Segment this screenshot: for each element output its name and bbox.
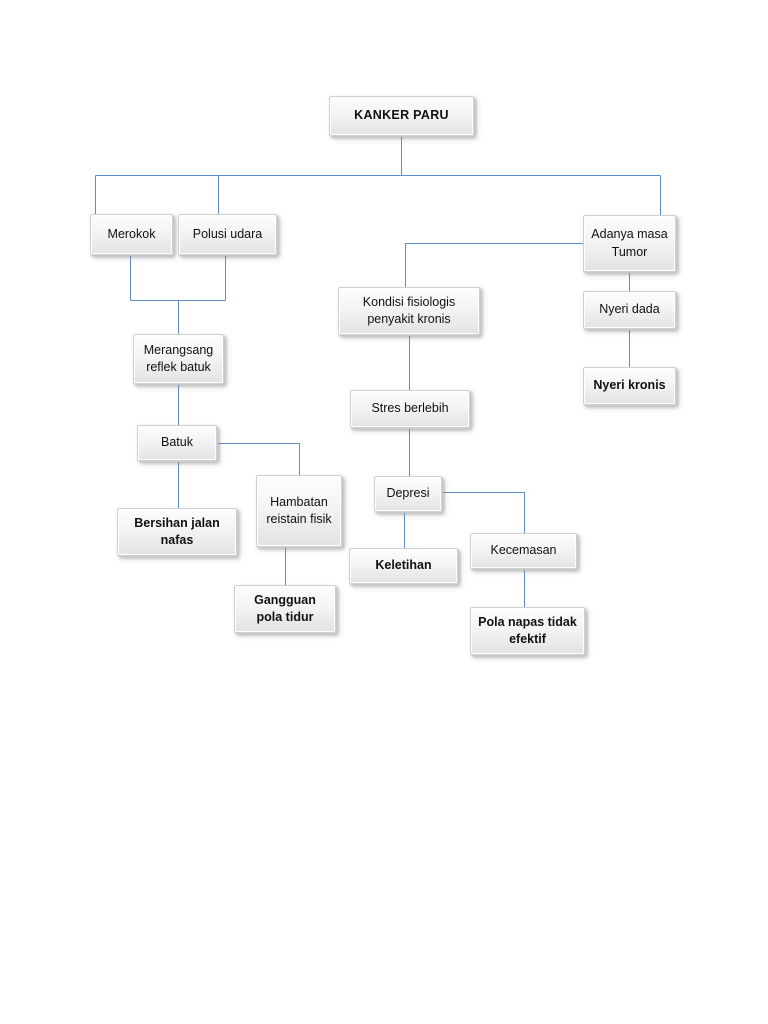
node-label: Keletihan [375, 558, 432, 573]
node-keletihan[interactable]: Keletihan [349, 548, 458, 584]
node-label: Nyeri dada [599, 302, 660, 317]
node-merangsang-reflek-batuk[interactable]: Merangsang reflek batuk [133, 334, 224, 384]
node-label: Adanya masa Tumor [591, 227, 668, 259]
node-adanya-masa-tumor[interactable]: Adanya masa Tumor [583, 215, 676, 272]
node-label: Batuk [161, 435, 193, 450]
node-nyeri-dada[interactable]: Nyeri dada [583, 291, 676, 329]
node-hambatan-reistain-fisik[interactable]: Hambatan reistain fisik [256, 475, 342, 547]
node-kecemasan[interactable]: Kecemasan [470, 533, 577, 569]
node-kanker-paru[interactable]: KANKER PARU [329, 96, 474, 136]
node-nyeri-kronis[interactable]: Nyeri kronis [583, 367, 676, 405]
node-label: Hambatan reistain fisik [266, 494, 332, 526]
node-label: Kecemasan [490, 543, 557, 558]
node-label: Gangguan pola tidur [254, 592, 316, 624]
node-label: Merangsang reflek batuk [143, 342, 214, 374]
node-label: Pola napas tidak efektif [478, 614, 577, 646]
node-pola-napas-tidak-efektif[interactable]: Pola napas tidak efektif [470, 607, 585, 655]
node-label: Nyeri kronis [593, 378, 666, 393]
node-batuk[interactable]: Batuk [137, 425, 217, 461]
node-stres-berlebih[interactable]: Stres berlebih [350, 390, 470, 428]
node-merokok[interactable]: Merokok [90, 214, 173, 255]
edge-batuk-to-hambatan [217, 442, 301, 475]
node-label: Kondisi fisiologis penyakit kronis [362, 294, 456, 326]
node-label: Stres berlebih [371, 401, 449, 416]
edge-depresi-to-kecemasan [442, 491, 526, 533]
node-label: Bersihan jalan nafas [134, 515, 220, 547]
node-label: Polusi udara [192, 226, 263, 241]
edge-tumor-to-kondisi [404, 242, 583, 287]
node-polusi-udara[interactable]: Polusi udara [178, 214, 277, 255]
node-gangguan-pola-tidur[interactable]: Gangguan pola tidur [234, 585, 336, 633]
node-label: Depresi [386, 486, 430, 501]
node-depresi[interactable]: Depresi [374, 476, 442, 512]
node-kondisi-fisiologis-penyakit-kronis[interactable]: Kondisi fisiologis penyakit kronis [338, 287, 480, 335]
node-bersihan-jalan-nafas[interactable]: Bersihan jalan nafas [117, 508, 237, 556]
node-label: Merokok [107, 226, 156, 241]
node-label: KANKER PARU [354, 108, 449, 123]
